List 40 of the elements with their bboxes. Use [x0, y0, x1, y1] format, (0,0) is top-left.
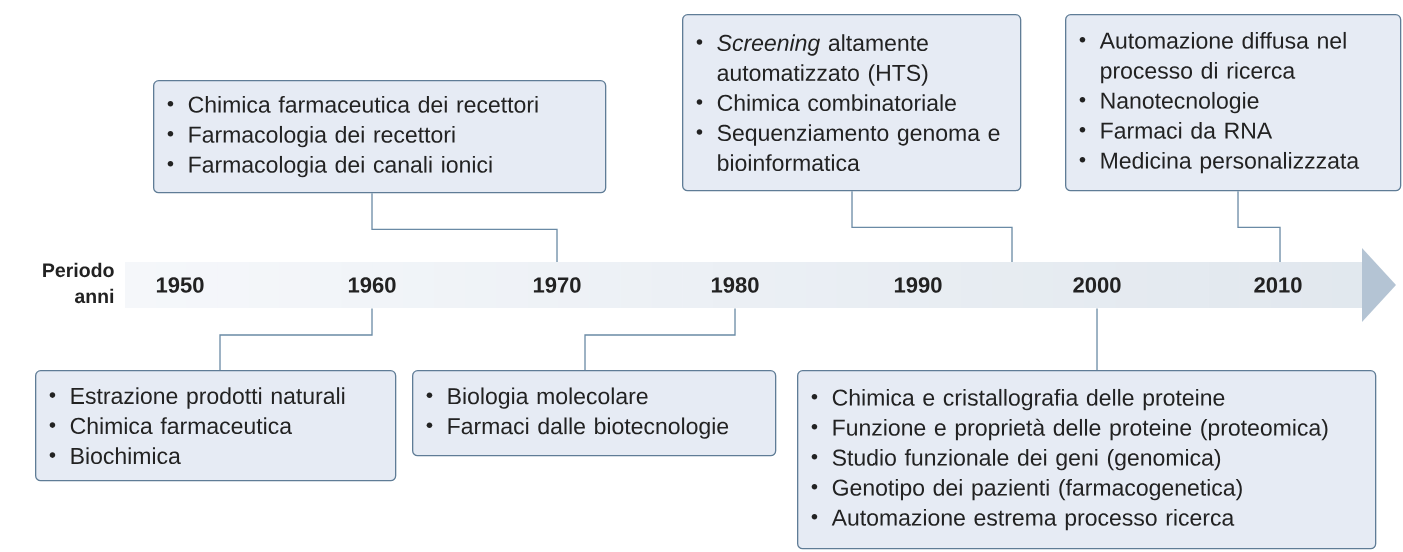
timeline-box: [412, 370, 777, 457]
connector-line: [371, 192, 558, 263]
connector-line: [584, 307, 736, 371]
bullet-item: Chimica farmaceutica dei recettori: [167, 95, 538, 113]
timeline-box: [35, 370, 397, 482]
bullet-item: Farmacologia dei recettori: [167, 125, 455, 148]
year-label: 1970: [533, 277, 581, 293]
bullet-item: Farmaci dalle biotecnologie: [426, 417, 729, 439]
bullet-item: Screening altamente automatizzato (HTS): [696, 34, 928, 86]
connector-line: [1237, 190, 1281, 263]
year-label: 1990: [894, 277, 942, 293]
year-label: 2000: [1073, 277, 1121, 293]
year-label: 1980: [711, 277, 759, 293]
bullet-item: Genotipo dei pazienti (farmacogenetica): [811, 478, 1242, 501]
timeline-box: [797, 370, 1377, 550]
bullet-item: Sequenziamento genoma e bioinformatica: [696, 124, 1000, 172]
bullet-item: Medicina personalizzzata: [1079, 151, 1360, 174]
bullet-item: Farmacologia dei canali ionici: [167, 155, 492, 178]
bullet-item: Automazione estrema processo ricerca: [811, 508, 1235, 531]
bullet-item: Chimica farmaceutica: [49, 417, 293, 435]
timeline-box: [153, 80, 607, 194]
bullet-item: Biologia molecolare: [426, 387, 648, 409]
timeline-arrow: [125, 248, 1396, 322]
bullet-item: Automazione diffusa nel processo di ricerca: [1079, 31, 1346, 84]
bullet-item: Farmaci da RNA: [1079, 121, 1273, 139]
year-label: 1960: [348, 277, 396, 293]
timeline-box: [682, 14, 1022, 192]
bullet-item: Studio funzionale dei geni (genomica): [811, 448, 1221, 471]
connector-line: [219, 307, 373, 371]
bullet-item: Chimica e cristallografia delle proteine: [811, 388, 1225, 411]
connector-line: [1096, 307, 1098, 371]
bullet-item: Estrazione prodotti naturali: [49, 387, 345, 409]
year-label: 1950: [156, 277, 204, 293]
bullet-item: Funzione e proprietà delle proteine (proteomica): [811, 418, 1328, 441]
bullet-item: Nanotecnologie: [1079, 91, 1259, 114]
year-label: 2010: [1254, 277, 1302, 293]
bullet-item: Chimica combinatoriale: [696, 94, 956, 112]
bullet-item: Biochimica: [49, 447, 181, 465]
timeline-box: [1065, 14, 1402, 192]
connector-line: [851, 190, 1013, 263]
